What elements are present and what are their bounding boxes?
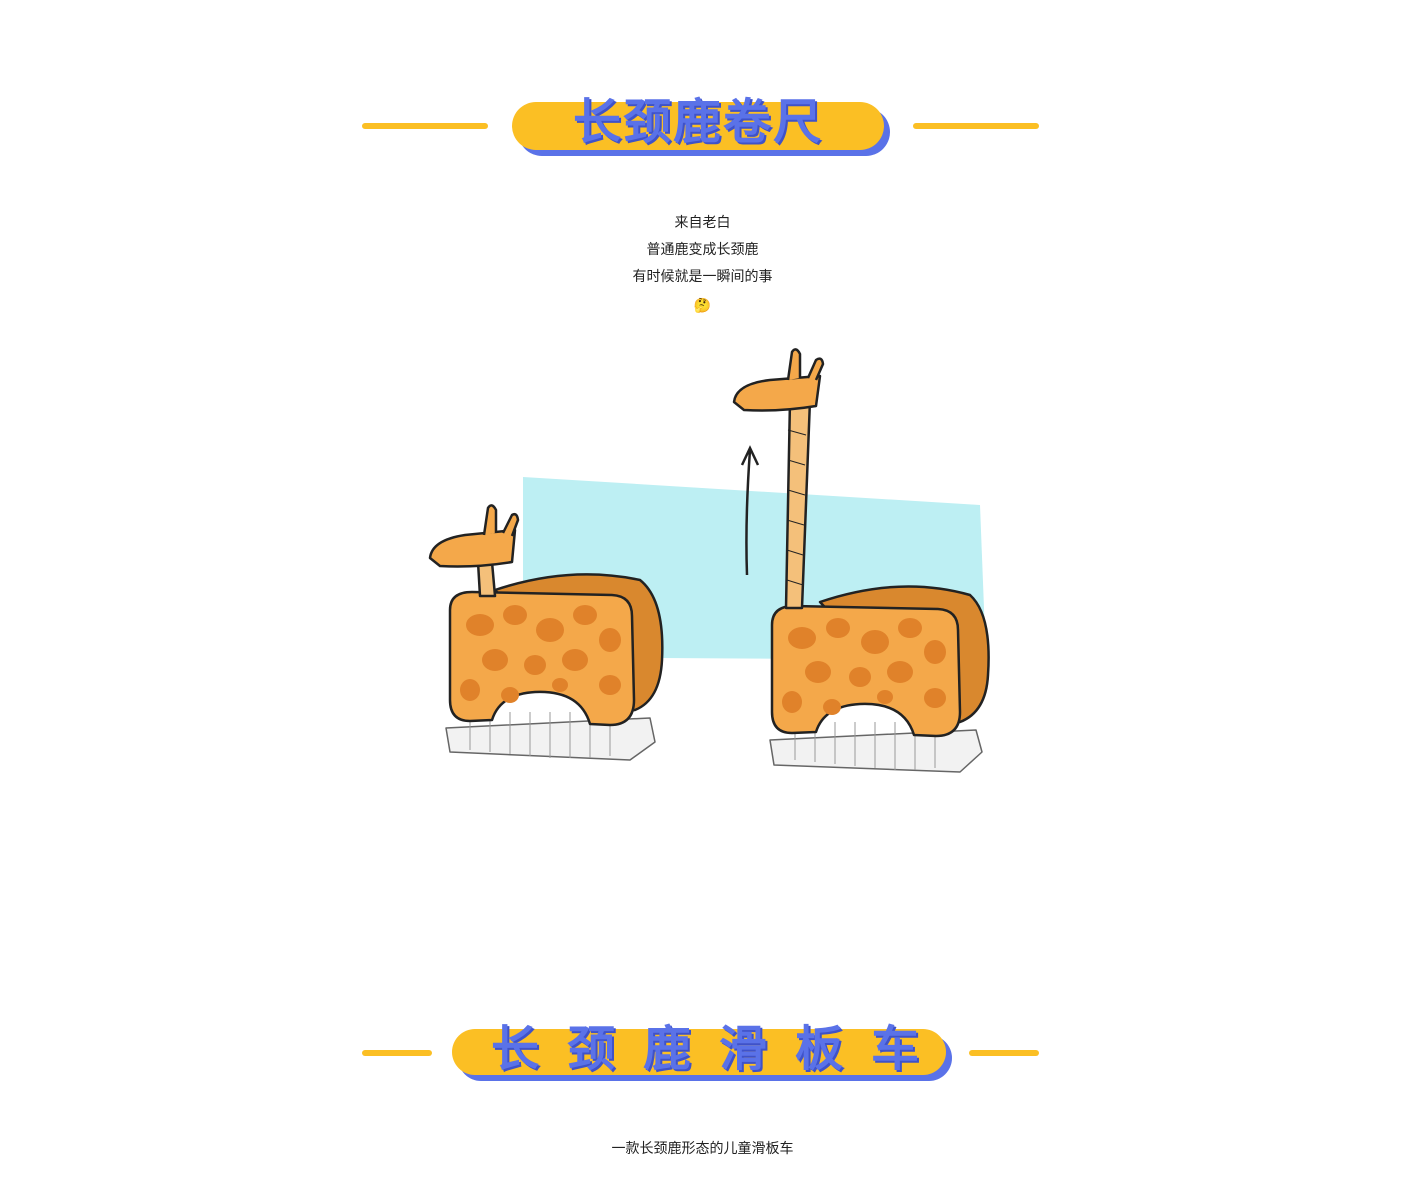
section-title: 长颈鹿卷尺 — [572, 94, 823, 150]
arrow-up-icon — [740, 445, 760, 576]
section-header-scooter: 长颈鹿滑板车 — [362, 1019, 1039, 1089]
scooter-caption: 一款长颈鹿形态的儿童滑板车 — [611, 1141, 794, 1157]
decor-line-left — [362, 123, 488, 129]
intro-line: 普通鹿变成长颈鹿 — [646, 242, 759, 258]
thinking-emoji-icon: 🤔 — [693, 298, 712, 314]
decor-line-right — [913, 123, 1039, 129]
decor-line-right — [969, 1050, 1039, 1056]
section-title: 长颈鹿滑板车 — [490, 1021, 947, 1077]
title-pill — [452, 1029, 946, 1075]
intro-line: 来自老白 — [674, 215, 731, 231]
giraffe-illustration — [428, 348, 990, 773]
small-giraffe — [428, 504, 664, 761]
tall-giraffe — [732, 348, 990, 773]
decor-line-left — [362, 1050, 432, 1056]
intro-text: 来自老白 普通鹿变成长颈鹿 有时候就是一瞬间的事 🤔 — [0, 210, 1405, 318]
section-header-tape-measure: 长颈鹿卷尺 — [362, 92, 1039, 162]
title-pill — [512, 102, 884, 150]
intro-line: 有时候就是一瞬间的事 — [632, 269, 773, 285]
